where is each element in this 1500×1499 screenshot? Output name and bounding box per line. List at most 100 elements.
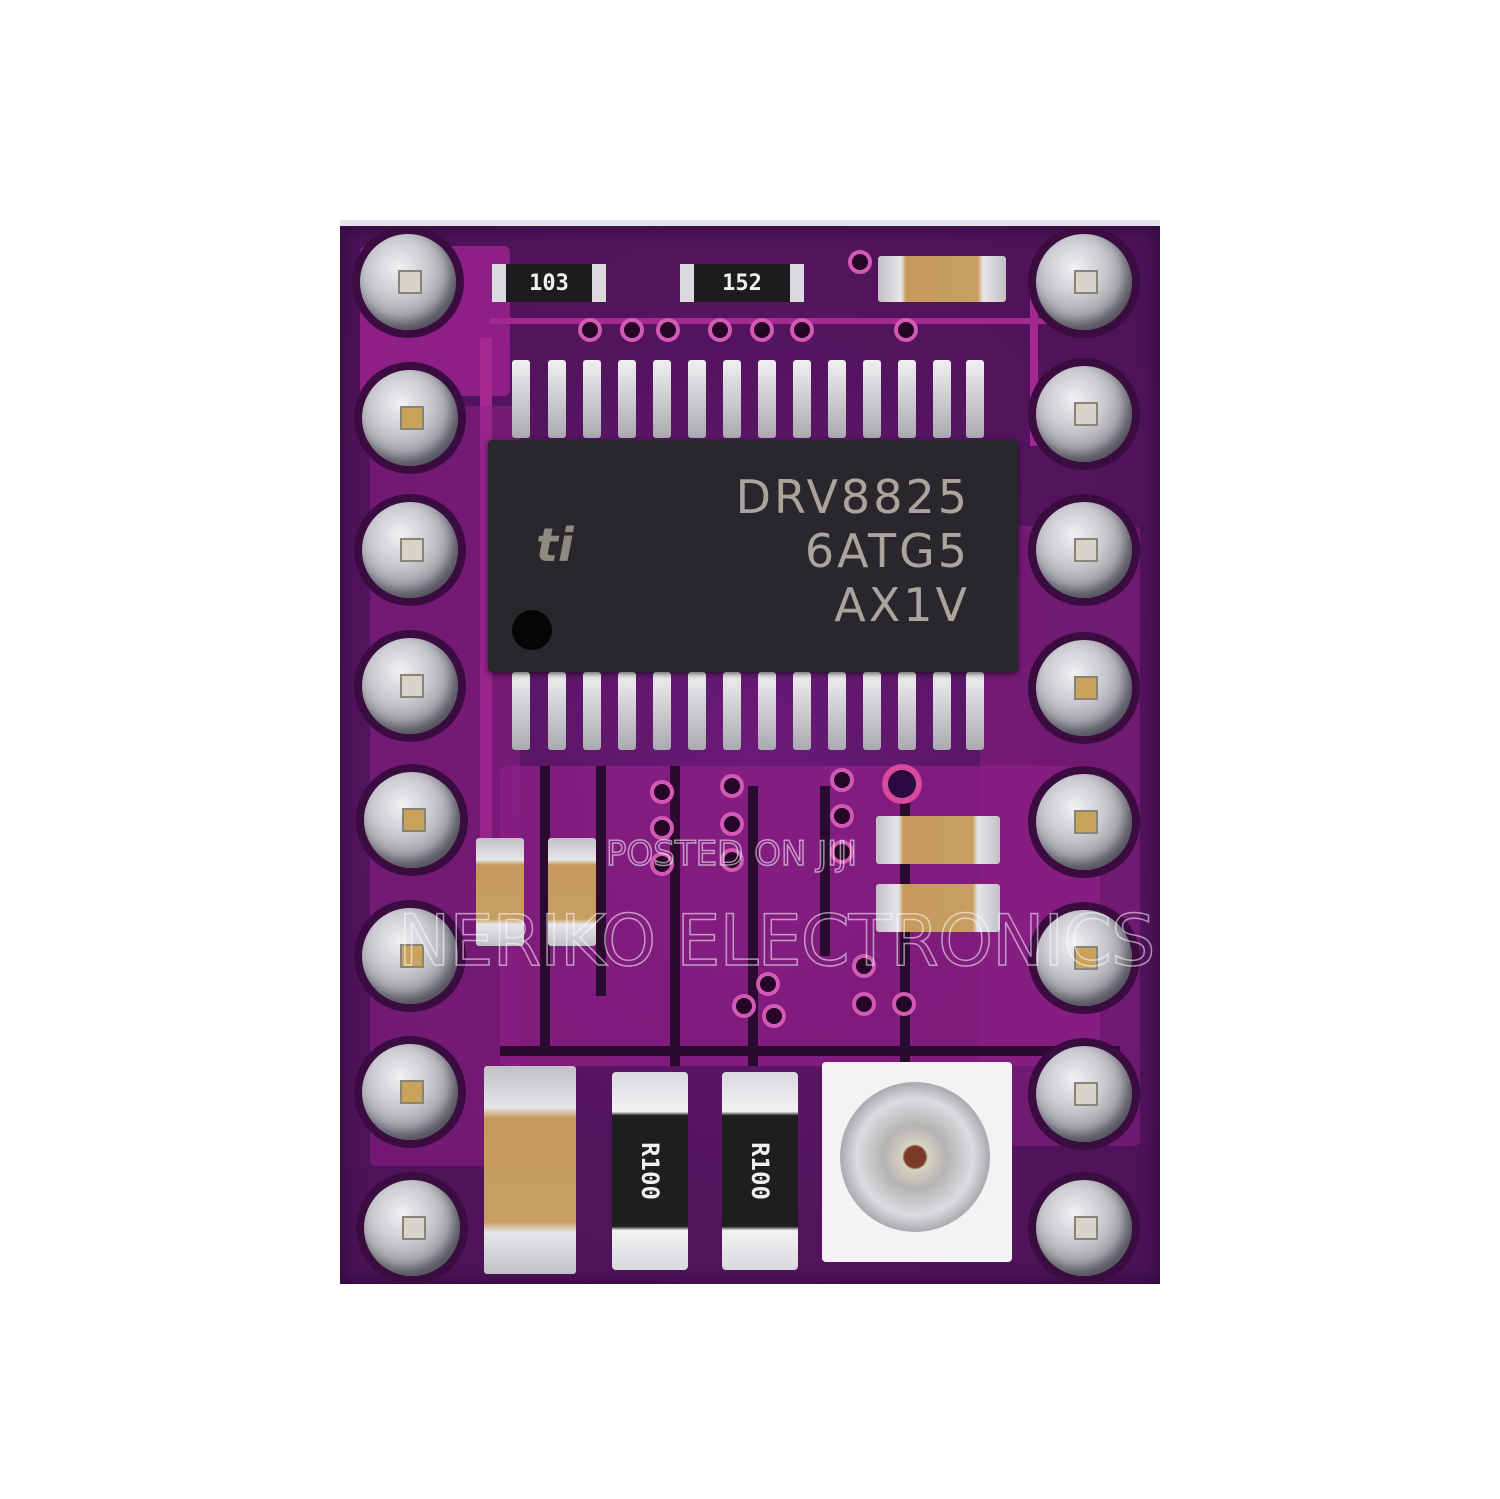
resistor-label: 152 — [722, 270, 762, 296]
ic-leg — [966, 672, 984, 750]
ic-leg — [548, 360, 566, 438]
ic-leg — [793, 672, 811, 750]
trace-gap — [540, 766, 550, 1056]
ic-leg — [583, 360, 601, 438]
via — [794, 322, 810, 338]
via — [736, 998, 752, 1014]
via — [852, 254, 868, 270]
trace-gap — [500, 1046, 1120, 1056]
ic-leg — [863, 360, 881, 438]
ic-leg — [758, 672, 776, 750]
resistor-label: 103 — [529, 270, 569, 296]
via — [724, 816, 740, 832]
ic-leg — [933, 360, 951, 438]
watermark-posted: POSTED ON JIJI — [605, 833, 858, 875]
via — [856, 958, 872, 974]
header-pin-right-6 — [1036, 910, 1132, 1006]
ic-leg — [723, 672, 741, 750]
via — [754, 322, 770, 338]
sense-resistor-1: R100 — [612, 1072, 688, 1270]
watermark-seller: NERIKO ELECTRONICS — [397, 899, 1156, 983]
resistor-152: 152 — [680, 264, 804, 302]
current-limit-potentiometer[interactable] — [822, 1062, 1012, 1262]
large-via — [888, 770, 916, 798]
ic-leg — [966, 360, 984, 438]
via — [654, 784, 670, 800]
ic-leg — [898, 360, 916, 438]
ic-leg — [828, 672, 846, 750]
header-pin-left-2 — [362, 370, 458, 466]
header-pin-right-2 — [1036, 366, 1132, 462]
ic-leg — [618, 672, 636, 750]
via — [582, 322, 598, 338]
capacitor-vertical-2 — [548, 838, 596, 946]
trace-gap — [748, 786, 758, 1066]
pin1-marker — [512, 610, 552, 650]
via — [654, 820, 670, 836]
header-pin-left-5 — [364, 772, 460, 868]
ic-leg — [793, 360, 811, 438]
via — [660, 322, 676, 338]
trace-gap — [820, 786, 830, 956]
capacitor-horizontal-1 — [876, 816, 1000, 864]
via — [760, 976, 776, 992]
ic-leg — [618, 360, 636, 438]
capacitor-vertical-1 — [476, 838, 524, 946]
resistor-label: R100 — [745, 1142, 774, 1200]
capacitor-top-right — [878, 256, 1006, 302]
via — [712, 322, 728, 338]
via — [766, 1008, 782, 1024]
header-pin-right-4 — [1036, 640, 1132, 736]
via — [834, 772, 850, 788]
header-pin-left-7 — [362, 1044, 458, 1140]
trace — [1030, 266, 1038, 446]
ic-leg — [723, 360, 741, 438]
via — [834, 844, 850, 860]
via — [898, 322, 914, 338]
chip-date-code: AX1V — [834, 578, 970, 632]
trace-gap — [670, 766, 680, 1066]
via — [896, 996, 912, 1012]
ic-leg — [583, 672, 601, 750]
ic-leg — [828, 360, 846, 438]
resistor-label: R100 — [635, 1142, 664, 1200]
ti-logo-icon: ti — [536, 518, 574, 572]
header-pin-right-7 — [1036, 1046, 1132, 1142]
ic-leg — [512, 672, 530, 750]
via — [724, 778, 740, 794]
electrolytic-capacitor-bulk — [484, 1066, 576, 1274]
header-pin-left-6 — [362, 908, 458, 1004]
header-pin-right-5 — [1036, 774, 1132, 870]
via — [624, 322, 640, 338]
via — [654, 856, 670, 872]
potentiometer-dial-icon[interactable] — [840, 1082, 990, 1232]
via — [834, 808, 850, 824]
ic-leg — [548, 672, 566, 750]
chip-lot-code: 6ATG5 — [804, 524, 970, 578]
ic-leg — [933, 672, 951, 750]
header-pin-left-1 — [360, 234, 456, 330]
ic-leg — [653, 360, 671, 438]
drv8825-ic: DRV8825 6ATG5 AX1V ti — [488, 440, 1018, 672]
capacitor-horizontal-2 — [876, 884, 1000, 932]
via — [856, 996, 872, 1012]
ic-leg — [898, 672, 916, 750]
ic-leg — [758, 360, 776, 438]
header-pin-right-1 — [1036, 234, 1132, 330]
trace-gap — [596, 766, 606, 996]
header-pin-left-4 — [362, 638, 458, 734]
ic-leg — [653, 672, 671, 750]
via — [724, 852, 740, 868]
header-pin-right-3 — [1036, 502, 1132, 598]
ic-leg — [688, 360, 706, 438]
ic-leg — [688, 672, 706, 750]
resistor-103: 103 — [492, 264, 606, 302]
header-pin-left-8 — [364, 1180, 460, 1276]
chip-part-number: DRV8825 — [735, 470, 970, 524]
header-pin-left-3 — [362, 502, 458, 598]
sense-resistor-2: R100 — [722, 1072, 798, 1270]
trace — [490, 318, 1050, 324]
ic-leg — [512, 360, 530, 438]
ic-leg — [863, 672, 881, 750]
header-pin-right-8 — [1036, 1180, 1132, 1276]
